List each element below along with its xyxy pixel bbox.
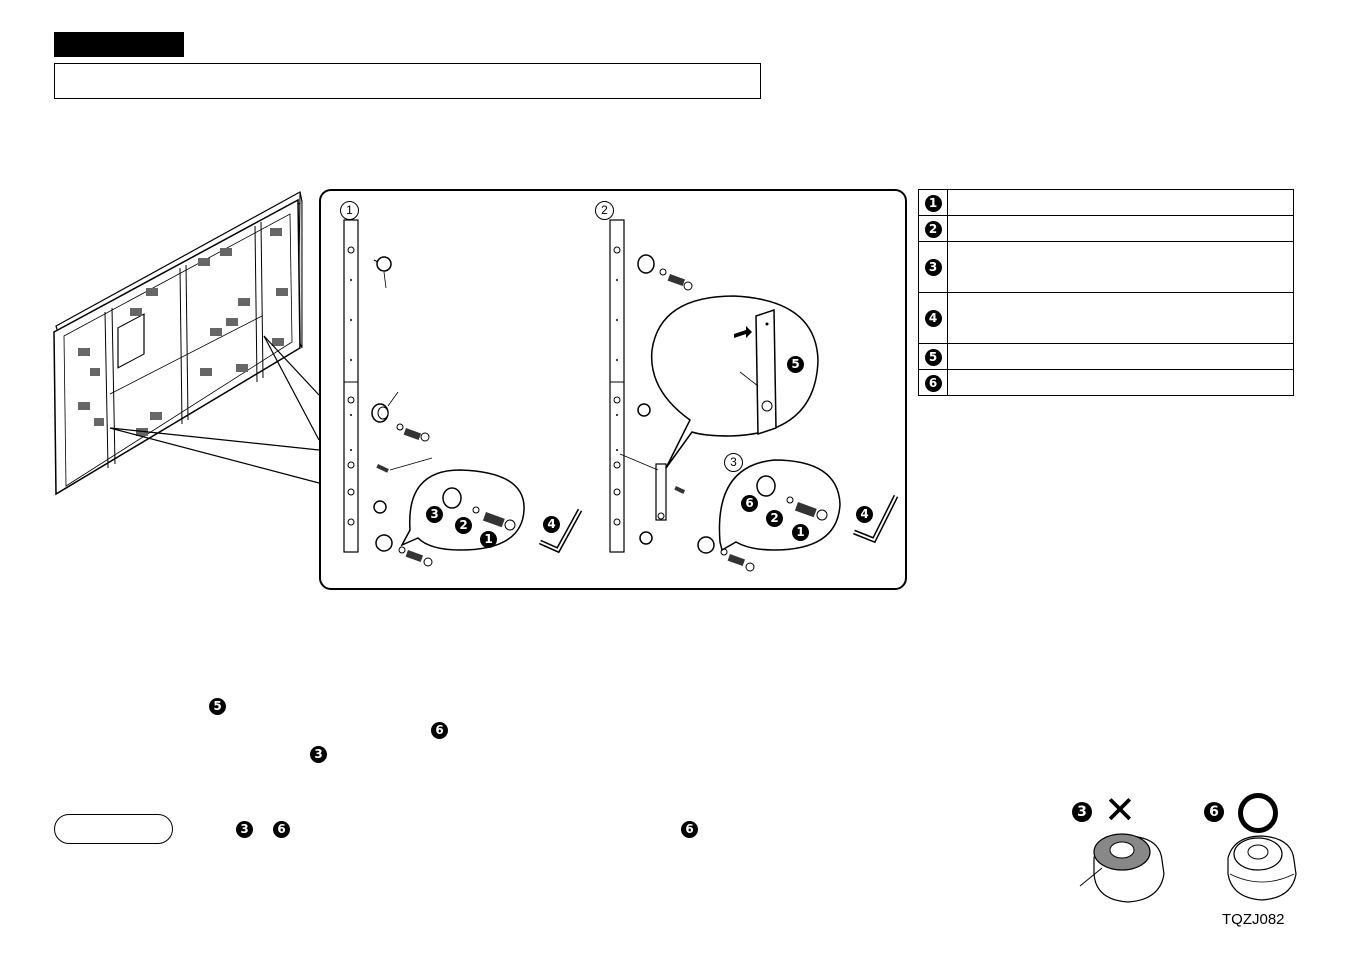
step2-illustration: [609, 219, 899, 572]
wrong-mark-icon: ✕: [1104, 788, 1136, 832]
part-number-4: 4: [924, 310, 942, 327]
ok-mark-icon: [1238, 793, 1278, 833]
parts-table: 1 2 3 4 5 6: [918, 189, 1294, 396]
parts-row: 4: [918, 292, 1294, 344]
spacer-ok-illustration: [1227, 835, 1297, 901]
callout-3-step1: 3: [426, 506, 443, 523]
callout-1-step3: 1: [792, 524, 809, 541]
callout-1-step1: 1: [480, 531, 497, 548]
header-tab: [54, 32, 184, 57]
part-number-5: 5: [924, 348, 942, 366]
step-2-marker: 2: [595, 201, 614, 220]
callout-2-step3: 2: [766, 510, 783, 527]
note-ref-3: 3: [236, 821, 253, 838]
step1-illustration: [343, 219, 583, 567]
step-1-marker: 1: [340, 201, 359, 220]
callout-5: 5: [787, 356, 804, 373]
compare-part-3-badge: 3: [1072, 802, 1092, 822]
note-label-pill: [54, 814, 173, 844]
part-number-3: 3: [924, 259, 942, 276]
parts-row: 2: [918, 215, 1294, 242]
callout-4-step3: 4: [856, 506, 873, 523]
callout-6-step3: 6: [741, 495, 758, 512]
parts-row: 3: [918, 241, 1294, 293]
note-ref-6: 6: [273, 821, 290, 838]
body-ref-5: 5: [209, 698, 226, 715]
document-code: TQZJ082: [1222, 911, 1285, 928]
parts-row: 1: [918, 189, 1294, 216]
note-ref-6-second: 6: [681, 821, 698, 838]
part-number-1: 1: [924, 194, 942, 212]
compare-part-6-badge: 6: [1204, 802, 1224, 822]
part-number-2: 2: [924, 220, 942, 238]
body-ref-3: 3: [310, 746, 327, 763]
callout-2-step1: 2: [455, 517, 472, 534]
parts-row: 5: [918, 343, 1294, 370]
part-number-6: 6: [924, 374, 942, 392]
callout-4-step1: 4: [543, 516, 560, 533]
title-box: [54, 63, 761, 99]
display-back-illustration: [53, 191, 320, 496]
instruction-panel: [319, 189, 907, 590]
body-ref-6: 6: [431, 722, 448, 739]
parts-row: 6: [918, 369, 1294, 396]
spacer-wrong-illustration: [1079, 833, 1165, 903]
step-3-marker: 3: [724, 453, 743, 472]
